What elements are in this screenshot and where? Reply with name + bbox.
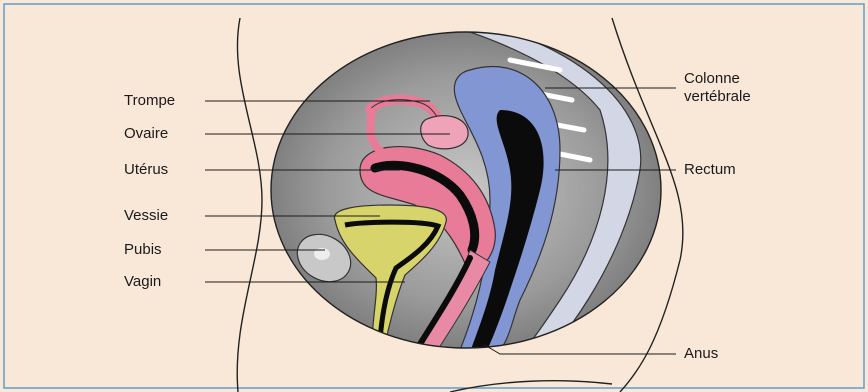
label-vessie: Vessie	[124, 207, 168, 225]
label-pubis: Pubis	[124, 241, 162, 259]
label-ovaire: Ovaire	[124, 125, 168, 143]
label-colonne-vertebrale: Colonne vertébrale	[684, 70, 751, 106]
body-outline-front	[237, 18, 262, 392]
label-trompe: Trompe	[124, 92, 175, 110]
label-vagin: Vagin	[124, 273, 161, 291]
buttock-outline	[450, 381, 612, 392]
label-anus: Anus	[684, 345, 718, 363]
ovary-shape	[421, 116, 468, 149]
label-uterus: Utérus	[124, 161, 168, 179]
label-rectum: Rectum	[684, 161, 736, 179]
